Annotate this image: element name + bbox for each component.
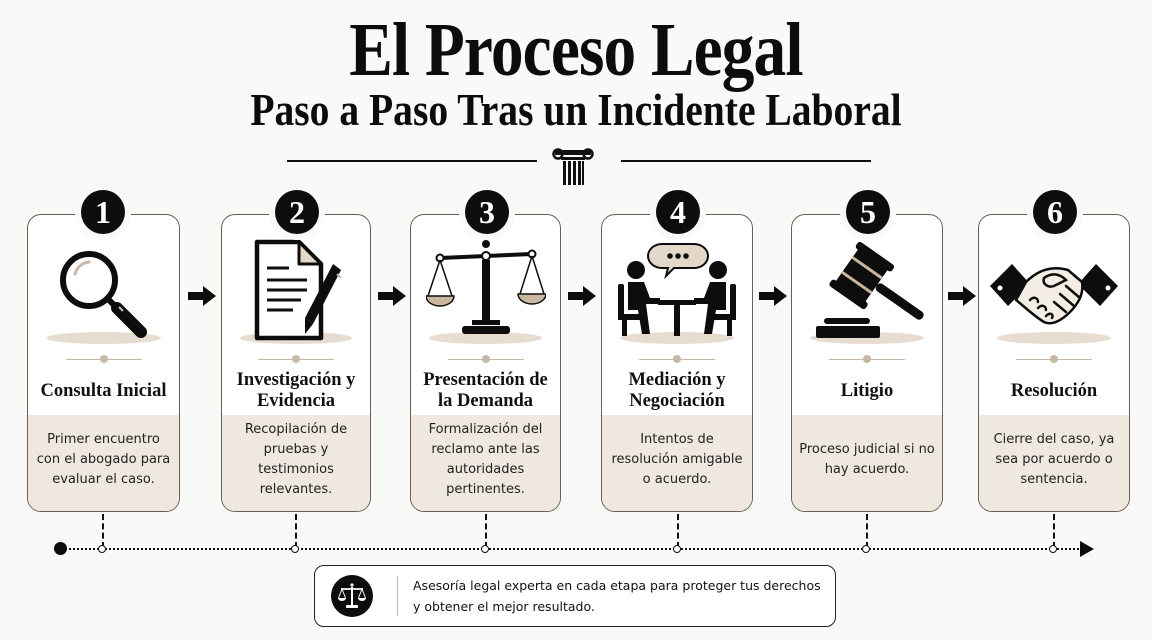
step-number-badge-4: 4 xyxy=(656,190,700,234)
step-card-5: Litigio Proceso judicial si no hay acuer… xyxy=(791,214,943,512)
arrow-right-icon xyxy=(378,286,406,306)
step-title: Investigación y Evidencia xyxy=(236,370,356,411)
timeline-connector xyxy=(1053,514,1055,548)
header-divider-right xyxy=(621,160,871,162)
page-subtitle: Paso a Paso Tras un Incidente Laboral xyxy=(250,84,902,135)
timeline-node xyxy=(481,545,489,553)
timeline-node xyxy=(862,545,870,553)
arrow-right-icon xyxy=(188,286,216,306)
step-title: Presentación de la Demanda xyxy=(423,370,548,411)
step-description: Intentos de resolución amigable o acuerd… xyxy=(611,432,743,487)
step-card-2: Investigación y Evidencia Recopilación d… xyxy=(221,214,371,512)
arrow-right-icon xyxy=(948,286,976,306)
gavel-icon xyxy=(816,241,924,338)
footer-divider xyxy=(397,576,398,616)
step-card-4: Mediación y Negociación Intentos de reso… xyxy=(601,214,753,512)
meeting-people-icon xyxy=(618,243,736,336)
timeline-connector xyxy=(485,514,487,548)
icon-shadow xyxy=(46,332,161,344)
footer-text: Asesoría legal experta en cada etapa par… xyxy=(413,578,821,614)
scales-of-justice-icon xyxy=(331,575,373,617)
decorative-separator xyxy=(65,355,142,363)
decorative-separator xyxy=(258,355,334,363)
step-number-badge-3: 3 xyxy=(465,190,509,234)
timeline-connector xyxy=(866,514,868,548)
decorative-separator xyxy=(639,355,715,363)
decorative-separator xyxy=(1016,355,1092,363)
step-number-badge-1: 1 xyxy=(81,190,125,234)
timeline-node xyxy=(291,545,299,553)
step-title: Mediación y Negociación xyxy=(628,370,726,411)
page-title: El Proceso Legal xyxy=(349,8,803,92)
decorative-separator xyxy=(447,355,524,363)
card-description-panel xyxy=(979,415,1129,511)
document-pen-icon xyxy=(254,239,342,341)
step-card-1: Consulta Inicial Primer encuentro con el… xyxy=(27,214,180,512)
arrow-right-icon xyxy=(759,286,787,306)
step-number-badge-2: 2 xyxy=(275,190,319,234)
card-description-panel xyxy=(792,415,942,511)
icon-shadow xyxy=(620,332,734,344)
step-description: Recopilación de pruebas y testimonios re… xyxy=(244,422,348,497)
timeline-node xyxy=(1049,545,1057,553)
step-card-3: Presentación de la Demanda Formalización… xyxy=(410,214,561,512)
icon-shadow xyxy=(429,332,542,344)
step-number-badge-5: 5 xyxy=(846,190,890,234)
footer-callout: Asesoría legal experta en cada etapa par… xyxy=(314,565,836,627)
timeline-line xyxy=(62,548,1082,550)
step-title: Resolución xyxy=(1010,380,1098,401)
card-description-panel xyxy=(28,415,179,511)
header-divider-left xyxy=(287,160,537,162)
step-description: Formalización del reclamo ante las autor… xyxy=(428,422,543,497)
handshake-icon xyxy=(990,264,1118,325)
decorative-separator xyxy=(829,355,905,363)
timeline-connector xyxy=(102,514,104,548)
timeline-connector xyxy=(677,514,679,548)
step-title: Litigio xyxy=(840,380,894,401)
icon-shadow xyxy=(997,332,1111,344)
arrow-right-icon xyxy=(568,286,596,306)
timeline-start-dot xyxy=(54,542,67,555)
ionic-column-icon xyxy=(552,148,594,185)
timeline-connector xyxy=(295,514,297,548)
step-number-badge-6: 6 xyxy=(1033,190,1077,234)
timeline-end-arrow-icon xyxy=(1080,541,1094,557)
card-description-panel xyxy=(411,415,560,511)
timeline-node xyxy=(98,545,106,553)
card-description-panel xyxy=(602,415,752,511)
card-description-panel xyxy=(222,415,370,511)
step-card-6: Resolución Cierre del caso, ya sea por a… xyxy=(978,214,1130,512)
magnifying-glass-icon xyxy=(59,251,147,338)
step-title: Consulta Inicial xyxy=(40,380,167,401)
step-description: Cierre del caso, ya sea por acuerdo o se… xyxy=(993,432,1115,487)
scales-of-justice-icon xyxy=(425,240,546,334)
step-description: Primer encuentro con el abogado para eva… xyxy=(36,432,171,487)
timeline-node xyxy=(673,545,681,553)
step-description: Proceso judicial si no hay acuerdo. xyxy=(799,442,935,477)
